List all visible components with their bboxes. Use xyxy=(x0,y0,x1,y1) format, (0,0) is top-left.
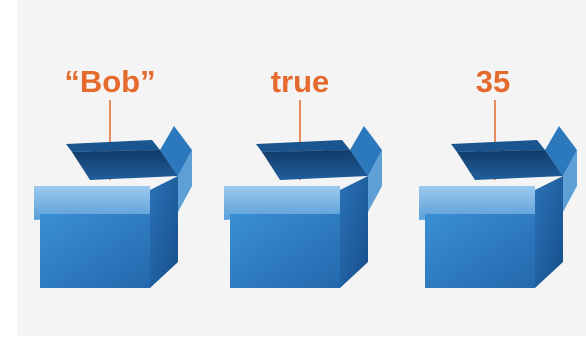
box-side xyxy=(150,176,178,288)
box-opening xyxy=(262,150,368,180)
box-side xyxy=(340,176,368,288)
box-1 xyxy=(34,100,192,288)
box-opening xyxy=(72,150,178,180)
box-front xyxy=(230,214,340,288)
box-back-flap xyxy=(451,140,545,152)
box-front xyxy=(425,214,535,288)
box-back-flap xyxy=(66,140,160,152)
box-2-label: true xyxy=(245,58,355,106)
box-1-label: “Bob” xyxy=(55,58,165,106)
box-3-label: 35 xyxy=(443,58,543,106)
box-2 xyxy=(224,100,382,288)
box-back-flap xyxy=(256,140,350,152)
box-opening xyxy=(457,150,563,180)
box-front xyxy=(40,214,150,288)
box-3 xyxy=(419,100,577,288)
box-side xyxy=(535,176,563,288)
